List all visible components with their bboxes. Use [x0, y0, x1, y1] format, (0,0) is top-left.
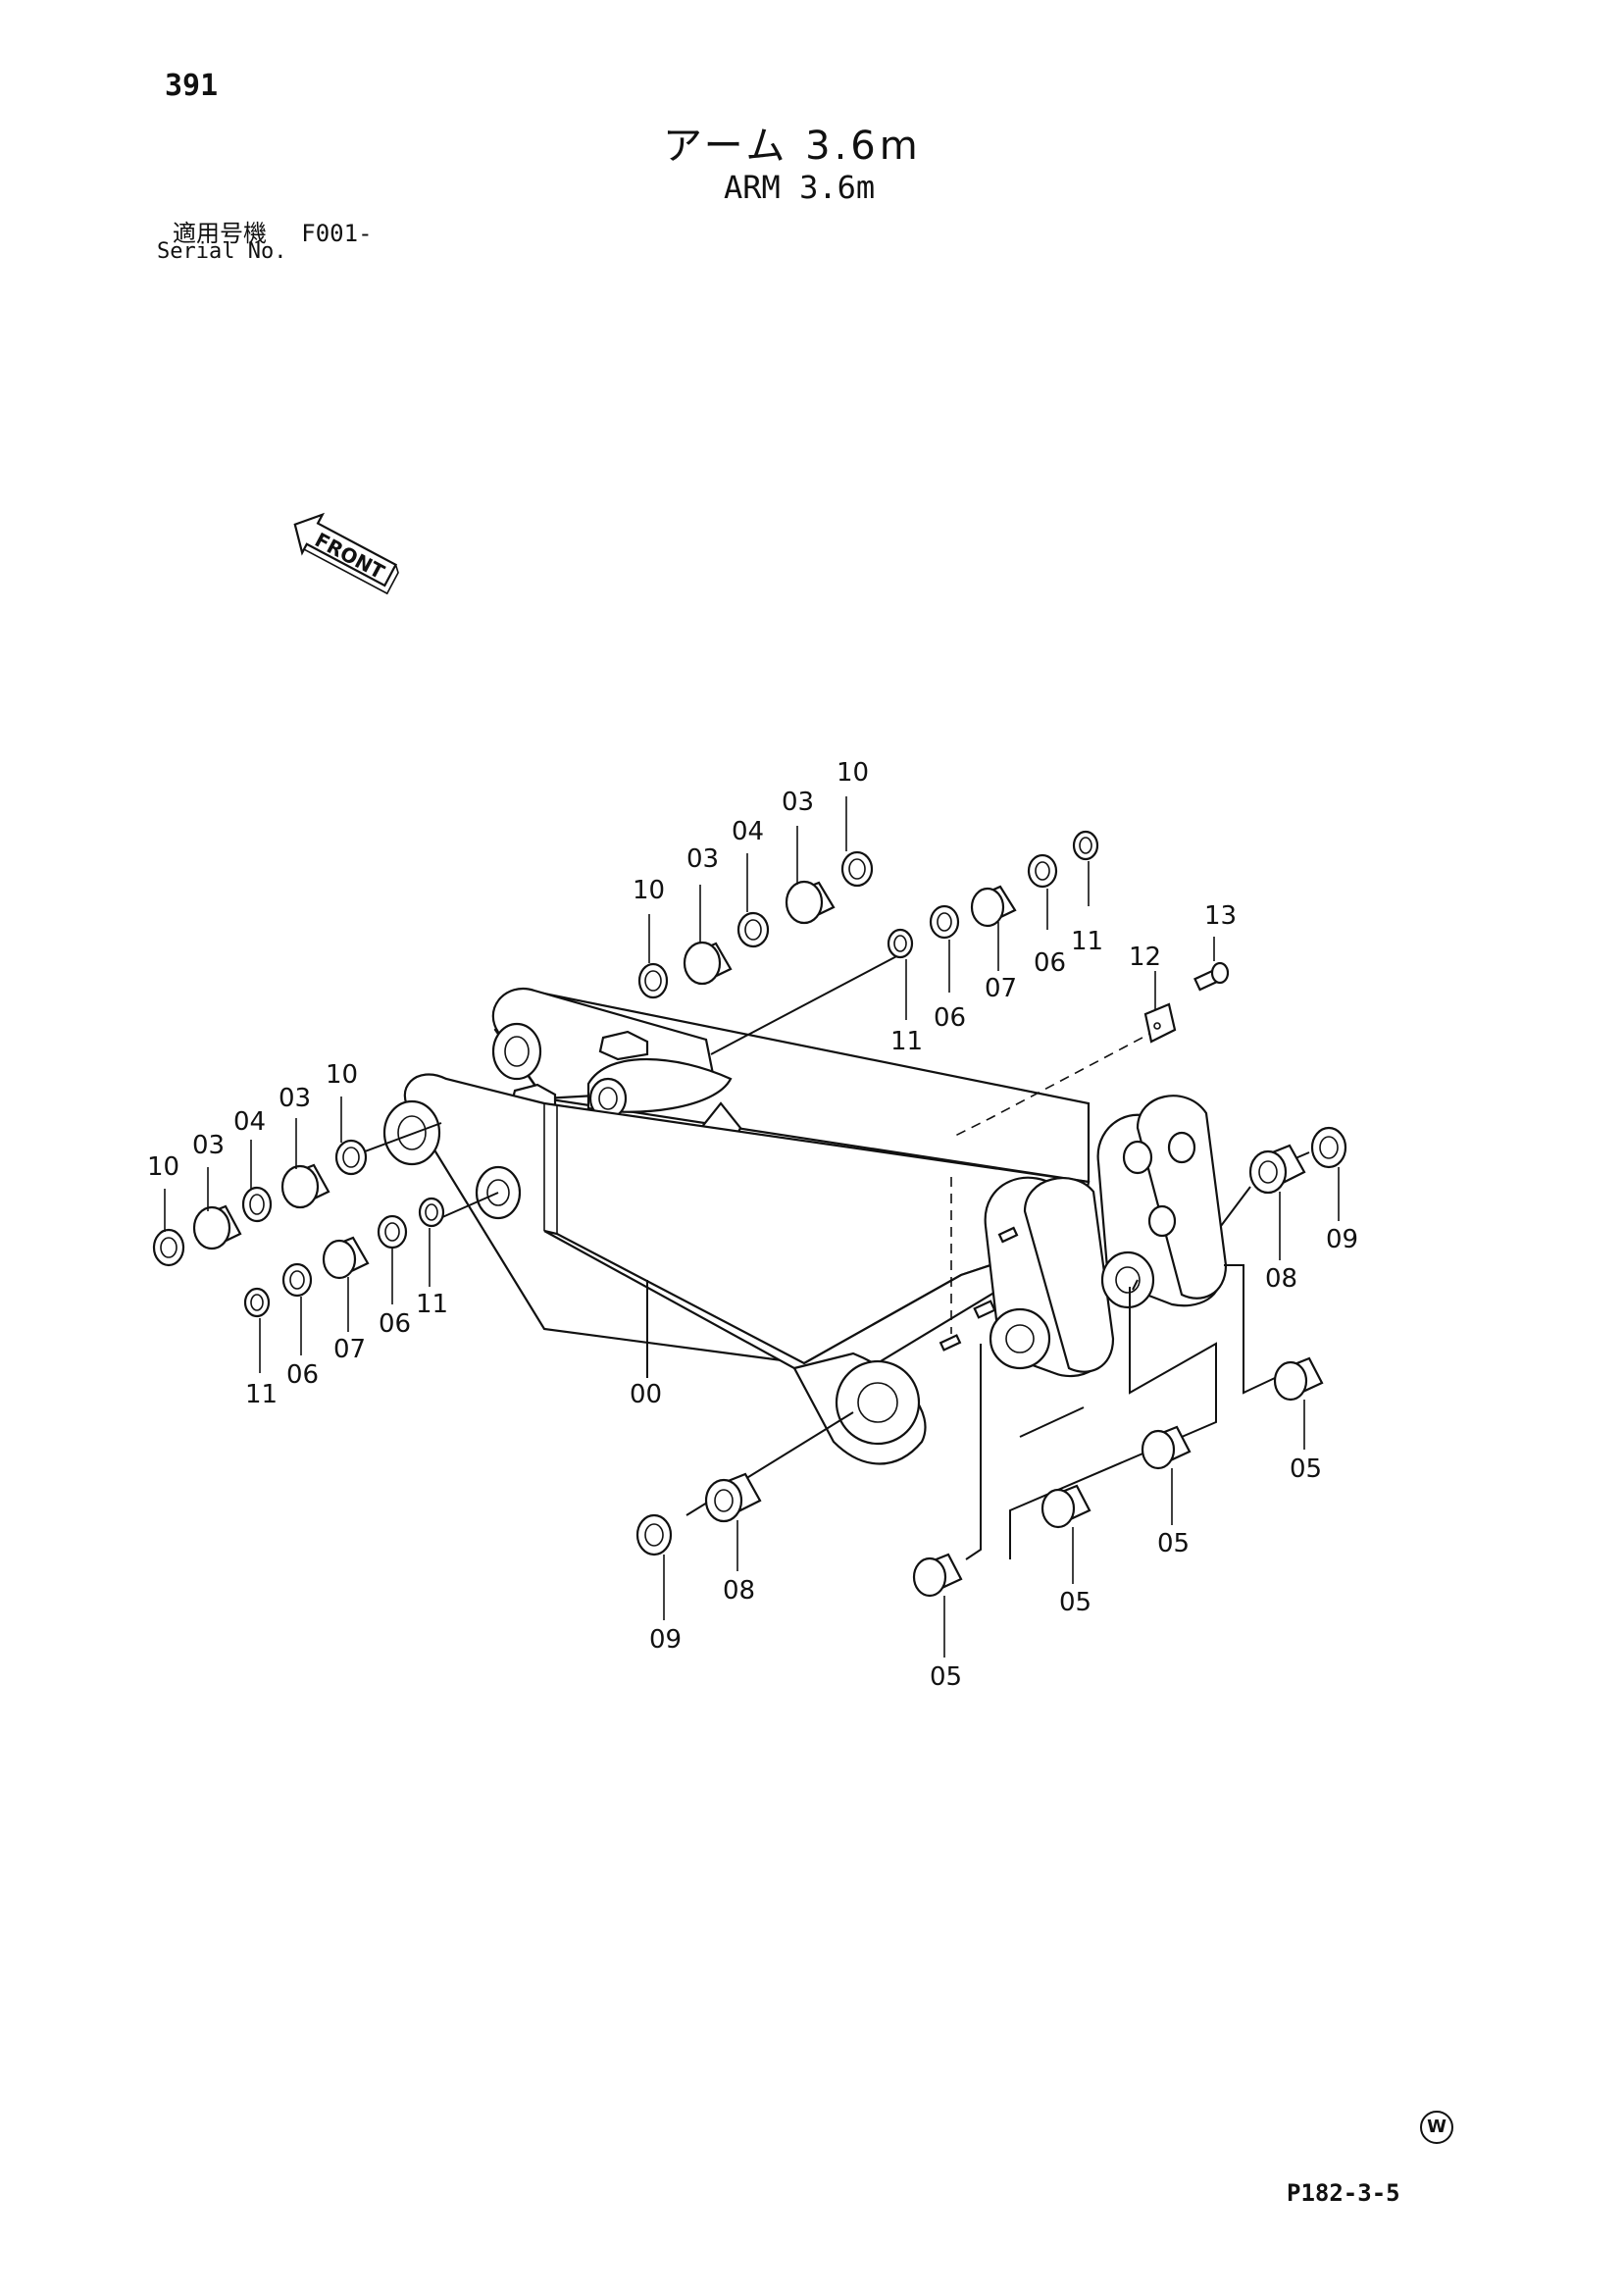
w-mark-icon: W — [1420, 2111, 1453, 2144]
part-06-left-inner — [377, 1214, 408, 1250]
part-03-left-outer — [192, 1204, 242, 1250]
callout-07: 07 — [985, 974, 1017, 1003]
callout-13: 13 — [1204, 901, 1237, 931]
callout-12: 12 — [1129, 943, 1161, 972]
callout-06: 06 — [379, 1309, 411, 1339]
part-03-left-inner — [280, 1163, 330, 1209]
callout-05: 05 — [1290, 1454, 1322, 1484]
part-13-bolt — [1193, 961, 1230, 992]
part-10-top-right — [840, 850, 874, 888]
part-08-right — [1248, 1144, 1306, 1195]
part-04-top — [736, 911, 770, 948]
part-12-plate — [1143, 1002, 1177, 1044]
part-09-right — [1310, 1126, 1347, 1169]
part-04-left — [241, 1186, 273, 1223]
callout-06: 06 — [934, 1003, 966, 1033]
callout-08: 08 — [723, 1576, 755, 1606]
part-10-left-outer — [152, 1228, 185, 1267]
part-11-left-inner — [418, 1197, 445, 1228]
part-07-top — [970, 885, 1017, 928]
part-03-top-left — [683, 941, 733, 986]
part-05-left — [912, 1553, 963, 1598]
part-05-right-mid — [1141, 1425, 1192, 1470]
part-11-top-right — [1072, 830, 1099, 861]
callout-06: 06 — [286, 1360, 319, 1390]
part-11-top-mid — [887, 928, 914, 959]
callout-09: 09 — [1326, 1225, 1358, 1254]
part-07-left — [322, 1236, 370, 1280]
callout-03: 03 — [279, 1084, 311, 1113]
callout-11: 11 — [245, 1380, 278, 1409]
serial-label-english: Serial No. — [157, 239, 287, 264]
part-06-left-outer — [281, 1262, 313, 1298]
part-06-top-right — [1027, 853, 1058, 889]
callout-03: 03 — [192, 1131, 225, 1160]
callout-10: 10 — [837, 758, 869, 788]
callout-10: 10 — [326, 1060, 358, 1090]
part-10-top-left — [637, 962, 669, 999]
serial-line-japanese: 適用号機 F001- — [173, 214, 373, 248]
callout-11: 11 — [1071, 927, 1103, 956]
title-japanese: アーム 3.6m — [663, 124, 922, 169]
callout-11: 11 — [416, 1290, 448, 1319]
callout-numbers: 10 03 04 03 10 11 06 07 06 11 13 12 10 0… — [147, 758, 1358, 1692]
callout-07: 07 — [333, 1335, 366, 1364]
part-11-left — [243, 1287, 271, 1318]
title-english: ARM 3.6m — [724, 169, 876, 206]
callout-08: 08 — [1265, 1264, 1297, 1294]
part-10-left-inner — [334, 1139, 368, 1176]
part-05-center — [1040, 1484, 1091, 1529]
part-05-right-top — [1273, 1356, 1324, 1402]
callout-03: 03 — [782, 788, 814, 817]
arm-body — [382, 988, 1228, 1465]
callout-05: 05 — [1157, 1529, 1190, 1558]
part-06-top-mid — [929, 904, 960, 940]
callout-04: 04 — [233, 1107, 266, 1137]
callout-05: 05 — [1059, 1588, 1091, 1617]
serial-label-japanese: 適用号機 — [173, 220, 267, 247]
drawing-code: P182-3-5 — [1287, 2179, 1400, 2207]
callout-10: 10 — [147, 1152, 179, 1182]
part-08-bottom — [704, 1472, 762, 1523]
callout-03: 03 — [686, 844, 719, 874]
serial-value: F001- — [301, 220, 373, 247]
callout-11: 11 — [890, 1027, 923, 1056]
callout-leaders — [164, 796, 1340, 1658]
front-arrow-icon: FRONT — [293, 512, 399, 595]
part-03-top-right — [785, 880, 836, 925]
callout-05: 05 — [930, 1662, 962, 1692]
callout-09: 09 — [649, 1625, 682, 1655]
callout-10: 10 — [633, 876, 665, 905]
callout-06: 06 — [1034, 948, 1066, 978]
callout-00: 00 — [630, 1380, 662, 1409]
page-number: 391 — [165, 69, 219, 103]
callout-04: 04 — [732, 817, 764, 846]
part-09-bottom — [635, 1513, 673, 1556]
